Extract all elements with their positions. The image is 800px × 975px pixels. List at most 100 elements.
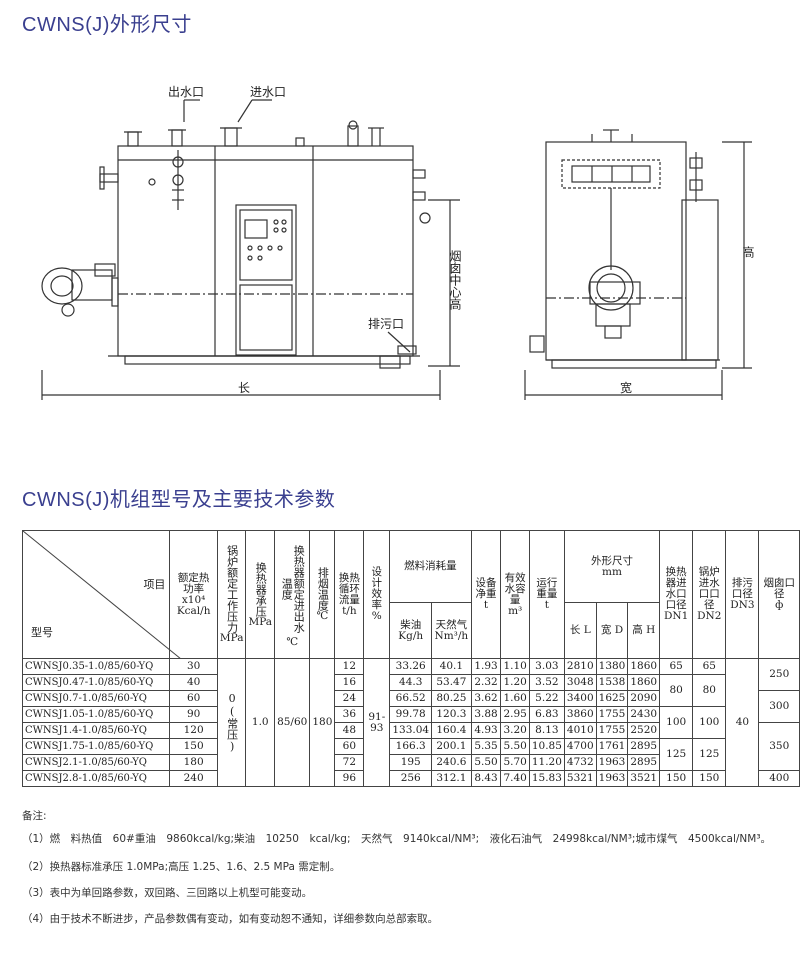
table-cell: 3.20 (500, 722, 530, 739)
table-cell: 100 (692, 706, 727, 739)
table-cell: 2.32 (470, 674, 502, 691)
note-3: （3）表中为单回路参数，双回路、三回路以上机型可能变动。 (22, 887, 313, 899)
table-cell: 5.22 (528, 690, 565, 707)
table-cell: 柴油 (400, 618, 422, 631)
table-cell: CWNSJ1.4-1.0/85/60-YQ (21, 722, 171, 739)
table-cell: 66.52 (389, 690, 433, 707)
inlet-label: 进水口 (250, 85, 286, 99)
height-label: 高 (741, 245, 755, 259)
table-cell: 2.95 (500, 706, 530, 723)
table-cell: 240.6 (431, 754, 472, 771)
table-cell: 312.1 (431, 770, 472, 787)
burner (41, 263, 119, 317)
table-cell: 150 (169, 738, 218, 755)
table-cell: Nm³/h (434, 629, 469, 642)
table-cell: 4700 (563, 738, 597, 755)
table-cell: 96 (334, 770, 365, 787)
table-cell: 1.10 (500, 658, 530, 675)
table-cell: 15.83 (528, 770, 565, 787)
table-cell: 100 (659, 706, 694, 739)
table-cell: 换热循环流量 (338, 571, 360, 606)
outlet-label: 出水口 (168, 85, 204, 99)
table-cell: 3048 (563, 674, 597, 691)
table-cell: 2810 (563, 658, 597, 675)
table-cell: 7.40 (500, 770, 530, 787)
table-cell: CWNSJ2.8-1.0/85/60-YQ (21, 770, 171, 787)
table-cell: 180 (169, 754, 218, 771)
table-cell: 6.83 (528, 706, 565, 723)
table-cell: 1625 (595, 690, 629, 707)
control-panel (235, 204, 297, 356)
table-cell: 2090 (627, 690, 661, 707)
table-cell: 换热器额定进出水温度 (280, 545, 306, 633)
table-cell: ф (775, 599, 784, 611)
table-cell: 天然气 (435, 618, 468, 631)
side-boiler-body (545, 141, 687, 361)
table-cell: MPa (248, 615, 273, 628)
hx-pressure-value: 1.0 (245, 658, 276, 787)
table-cell: 72 (334, 754, 365, 771)
header-hgt: 高 H (627, 602, 661, 659)
table-cell: 12 (334, 658, 365, 675)
table-cell: mm (602, 565, 622, 578)
table-cell: CWNSJ1.05-1.0/85/60-YQ (21, 706, 171, 723)
table-cell: 4010 (563, 722, 597, 739)
table-cell: % (371, 610, 382, 622)
table-cell: 2520 (627, 722, 661, 739)
table-cell: 1.93 (470, 658, 502, 675)
table-cell: 4732 (563, 754, 597, 771)
table-cell: 额定热功率 (177, 571, 210, 595)
length-label: 长 (238, 381, 250, 395)
specs-title: CWNS(J)机组型号及主要技术参数 (22, 489, 336, 511)
table-cell: 30 (169, 658, 218, 675)
table-cell: 250 (758, 658, 800, 691)
table-cell: 48 (334, 722, 365, 739)
table-cell: CWNSJ0.47-1.0/85/60-YQ (21, 674, 171, 691)
table-cell: DN2 (697, 610, 722, 622)
table-cell: 65 (692, 658, 727, 675)
table-cell: 有效水容量 (504, 571, 526, 606)
table-cell: 195 (389, 754, 433, 771)
width-label: 宽 (620, 380, 632, 395)
table-cell: 5.70 (500, 754, 530, 771)
table-cell: 1.60 (500, 690, 530, 707)
table-cell: CWNSJ1.75-1.0/85/60-YQ (21, 738, 171, 755)
table-cell: 90 (169, 706, 218, 723)
table-cell: 53.47 (431, 674, 472, 691)
table-cell: 3.03 (528, 658, 565, 675)
table-cell: 排污口径 (731, 577, 753, 600)
table-cell: m³ (508, 604, 523, 617)
table-cell: 设计效率 (371, 566, 383, 611)
table-cell: 40 (169, 674, 218, 691)
note-1: （1）燃 料热值 60#重油 9860kcal/kg;柴油 10250 kcal… (22, 833, 772, 845)
header-model: 型号 (31, 626, 53, 639)
table-cell: 5321 (563, 770, 597, 787)
table-cell: 125 (692, 738, 727, 771)
table-cell: 1755 (595, 706, 629, 723)
table-cell: MPa (219, 632, 244, 644)
table-cell: 60 (334, 738, 365, 755)
table-cell: 200.1 (431, 738, 472, 755)
header-hx-temp: 换热器额定进出水温度℃ (274, 530, 311, 659)
table-cell: 400 (758, 770, 800, 787)
table-cell: t (483, 599, 489, 611)
table-cell: 锅炉进水口口径 (698, 566, 720, 611)
table-cell: ℃ (316, 610, 329, 622)
table-cell: 1963 (595, 770, 629, 787)
table-cell: 换热器承压 (254, 561, 268, 617)
table-cell: 33.26 (389, 658, 433, 675)
table-cell: 排烟温度 (316, 567, 330, 611)
table-cell: 44.3 (389, 674, 433, 691)
